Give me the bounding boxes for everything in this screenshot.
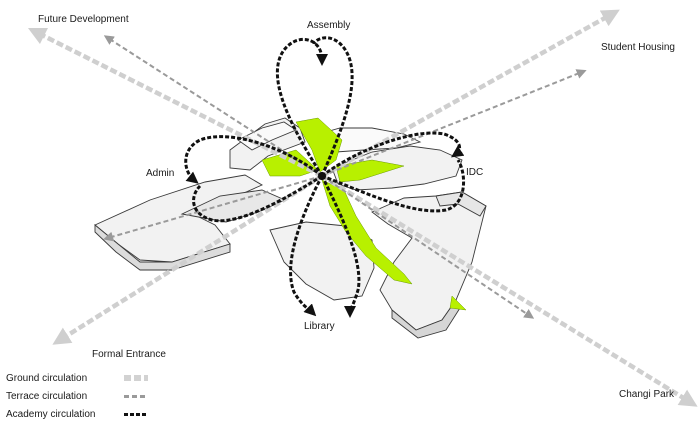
legend-row-academy: Academy circulation bbox=[6, 405, 176, 423]
legend-terrace-label: Terrace circulation bbox=[6, 390, 88, 402]
terrace-axis-sw bbox=[103, 175, 323, 242]
loop-idc-upper bbox=[321, 131, 465, 178]
green-ramp-west bbox=[261, 149, 319, 177]
label-future-development: Future Development bbox=[38, 14, 129, 25]
wing-long-tower-ridge bbox=[435, 191, 487, 217]
legend-academy-swatch bbox=[124, 412, 148, 416]
label-library: Library bbox=[304, 321, 335, 332]
academy-circulation-loops bbox=[184, 36, 466, 318]
label-assembly: Assembly bbox=[307, 20, 351, 31]
label-admin: Admin bbox=[146, 168, 175, 179]
legend-row-ground: Ground circulation bbox=[6, 369, 176, 387]
ground-axis-nw bbox=[27, 27, 324, 179]
terrace-axis-ne bbox=[321, 69, 587, 177]
loop-assembly-right bbox=[312, 36, 354, 177]
legend-ground-swatch bbox=[124, 375, 148, 381]
loop-library-left bbox=[289, 175, 324, 317]
label-changi-park: Changi Park bbox=[619, 389, 675, 400]
loop-idc-lower bbox=[321, 159, 466, 213]
label-formal-entrance: Formal Entrance bbox=[92, 349, 166, 360]
green-ramp-south bbox=[321, 179, 413, 285]
label-student-housing: Student Housing bbox=[601, 42, 675, 53]
green-ramp-east bbox=[335, 159, 405, 183]
loop-library-right bbox=[320, 175, 361, 318]
legend-ground-label: Ground circulation bbox=[6, 372, 88, 384]
ground-axis-se bbox=[320, 174, 698, 407]
legend-row-terrace: Terrace circulation bbox=[6, 387, 176, 405]
loop-admin-lower bbox=[192, 174, 323, 223]
legend-terrace-swatch bbox=[124, 394, 148, 398]
legend: Ground circulation Terrace circulation A… bbox=[6, 369, 176, 423]
legend-academy-label: Academy circulation bbox=[6, 408, 96, 420]
wing-library bbox=[269, 221, 375, 301]
ground-axis-sw bbox=[52, 174, 324, 345]
label-idc: IDC bbox=[466, 167, 484, 178]
hub-node bbox=[318, 172, 326, 180]
loop-admin-upper bbox=[184, 135, 323, 184]
building-massing bbox=[94, 117, 487, 339]
wing-admin-lower-side bbox=[94, 224, 231, 271]
terrace-axis-se bbox=[321, 175, 535, 319]
green-ramp-tip bbox=[449, 295, 467, 311]
